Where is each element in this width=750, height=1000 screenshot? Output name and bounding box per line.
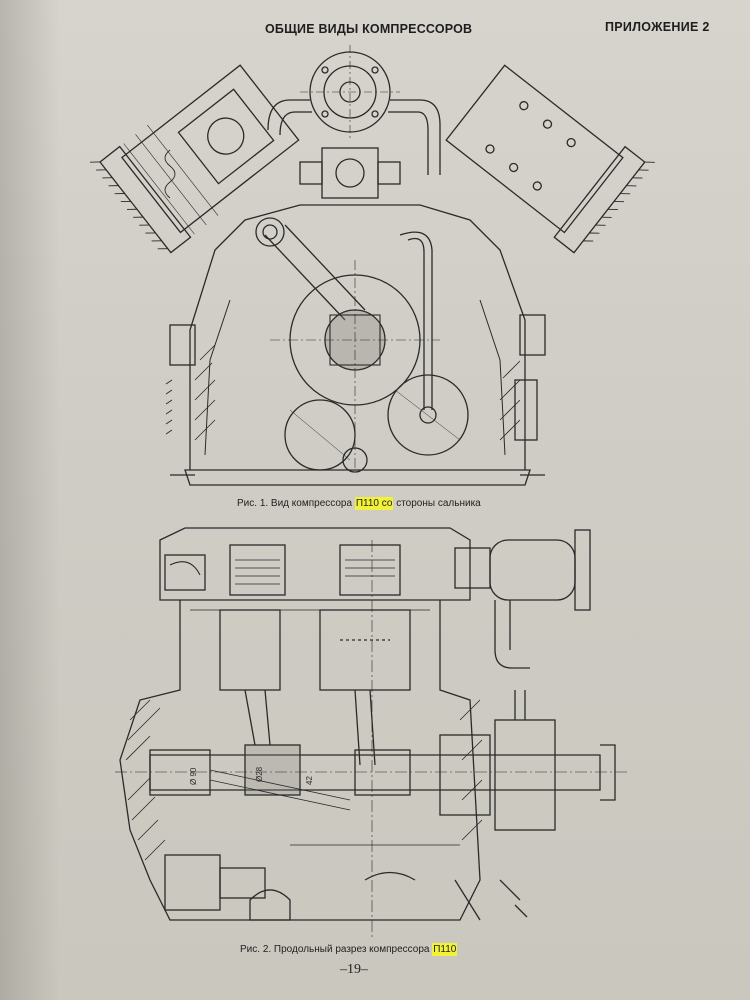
dim-label-d90: Ø 90: [189, 767, 198, 785]
dim-label-42: 42: [305, 776, 314, 785]
appendix-label: ПРИЛОЖЕНИЕ 2: [605, 20, 710, 34]
figure-1-caption-highlight: П110 со: [354, 497, 394, 510]
figure-1-caption-prefix: Рис. 1. Вид компрессора: [237, 498, 355, 509]
figure-1-caption: Рис. 1. Вид компрессора П110 со стороны …: [237, 497, 481, 510]
figure-2-caption-prefix: Рис. 2. Продольный разрез компрессора: [240, 944, 433, 955]
page-number: –19–: [340, 962, 368, 977]
figure-1-caption-suffix: стороны сальника: [393, 498, 481, 509]
figure-2-caption: Рис. 2. Продольный разрез компрессора П1…: [240, 943, 458, 956]
figure-2-caption-highlight: П110: [432, 943, 458, 956]
page-title: ОБЩИЕ ВИДЫ КОМПРЕССОРОВ: [265, 22, 473, 36]
dim-label-d28: Ø28: [255, 766, 264, 782]
